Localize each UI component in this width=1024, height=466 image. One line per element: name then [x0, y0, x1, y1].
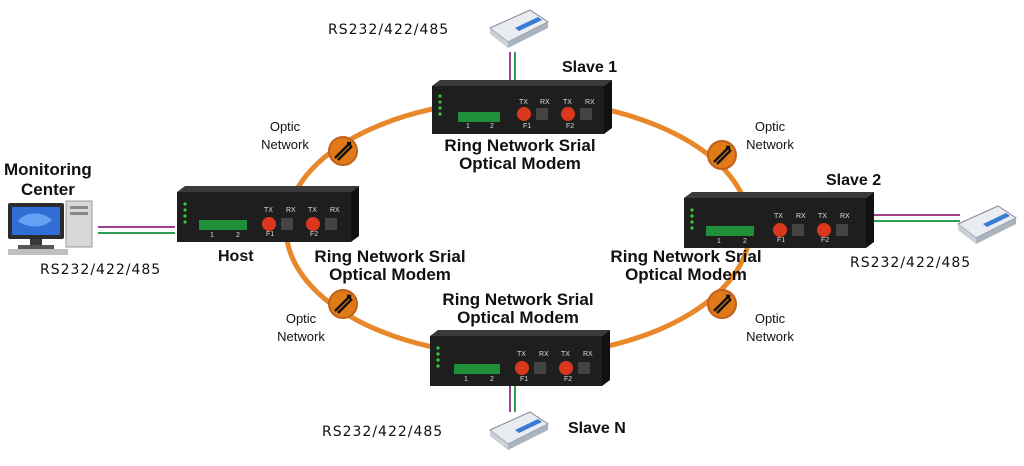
computer-icon — [8, 200, 93, 255]
caption-line1: Ring Network Srial — [610, 247, 762, 266]
port-rx: RX — [840, 213, 850, 220]
port-rx: RX — [583, 351, 593, 358]
modem-caption-slave1: Ring Network Srial Optical Modem — [420, 137, 620, 173]
group-2: 2 — [490, 123, 494, 130]
caption-line2: Optical Modem — [329, 265, 451, 284]
caption-line1: Ring Network Srial — [442, 290, 594, 309]
serial-converter-icon — [957, 205, 1017, 244]
monitoring-line1: Monitoring — [4, 160, 92, 179]
port-f1: F1 — [520, 376, 529, 383]
caption-line1: Ring Network Srial — [314, 247, 466, 266]
optic-network-label: Optic Network — [746, 119, 794, 152]
optical-modem-slave2 — [684, 192, 874, 248]
serial-lines — [98, 52, 960, 412]
port-f2: F2 — [310, 231, 319, 238]
port-rx: RX — [330, 207, 340, 214]
serial-converter-icon — [489, 9, 549, 48]
port-tx: TX — [774, 213, 783, 220]
optical-modem-host — [177, 186, 359, 242]
port-f2: F2 — [821, 237, 830, 244]
modem-caption-host: Ring Network Srial Optical Modem — [290, 248, 490, 284]
modem-caption-slave2: Ring Network Srial Optical Modem — [586, 248, 786, 284]
optic-arrow-icon — [328, 289, 358, 319]
rs-label-slave2: RS232/422/485 — [850, 255, 972, 271]
group-2: 2 — [743, 238, 747, 245]
port-tx: TX — [818, 213, 827, 220]
host-label: Host — [218, 248, 254, 265]
group-1: 1 — [466, 123, 470, 130]
optic-network-label: Optic Network — [277, 311, 325, 344]
port-tx: TX — [519, 99, 528, 106]
group-1: 1 — [464, 376, 468, 383]
optic-network-label: Optic Network — [746, 311, 794, 344]
port-tx: TX — [264, 207, 273, 214]
rs-label-slave1: RS232/422/485 — [328, 22, 450, 38]
optic-arrow-icon — [707, 140, 737, 170]
port-tx: TX — [561, 351, 570, 358]
optic-network-label: Optic Network — [261, 119, 309, 152]
port-tx: TX — [308, 207, 317, 214]
caption-line2: Optical Modem — [625, 265, 747, 284]
port-f1: F1 — [523, 123, 532, 130]
monitoring-center-label: Monitoring Center — [4, 160, 92, 200]
optic-arrow-icon — [707, 289, 737, 319]
port-tx: TX — [517, 351, 526, 358]
rs-label-host: RS232/422/485 — [40, 262, 162, 278]
optic-arrow-icon — [328, 136, 358, 166]
optical-modem-slaveN — [430, 330, 610, 386]
optical-modem-slave1 — [432, 80, 612, 134]
port-f1: F1 — [266, 231, 275, 238]
group-2: 2 — [490, 376, 494, 383]
slaveN-label: Slave N — [568, 420, 626, 437]
modem-caption-slaveN: Ring Network Srial Optical Modem — [418, 291, 618, 327]
port-rx: RX — [539, 351, 549, 358]
port-rx: RX — [585, 99, 595, 106]
monitoring-line2: Center — [20, 180, 75, 199]
port-f2: F2 — [564, 376, 573, 383]
port-rx: RX — [540, 99, 550, 106]
rs-label-slaveN: RS232/422/485 — [322, 424, 444, 440]
port-f1: F1 — [777, 237, 786, 244]
serial-converter-icon — [489, 411, 549, 450]
slave1-label: Slave 1 — [562, 59, 618, 76]
group-1: 1 — [210, 232, 214, 239]
port-f2: F2 — [566, 123, 575, 130]
group-1: 1 — [717, 238, 721, 245]
port-rx: RX — [796, 213, 806, 220]
caption-line2: Optical Modem — [457, 308, 579, 327]
caption-line1: Ring Network Srial — [444, 136, 596, 155]
port-rx: RX — [286, 207, 296, 214]
port-tx: TX — [563, 99, 572, 106]
slave2-label: Slave 2 — [826, 172, 882, 189]
group-2: 2 — [236, 232, 240, 239]
caption-line2: Optical Modem — [459, 154, 581, 173]
